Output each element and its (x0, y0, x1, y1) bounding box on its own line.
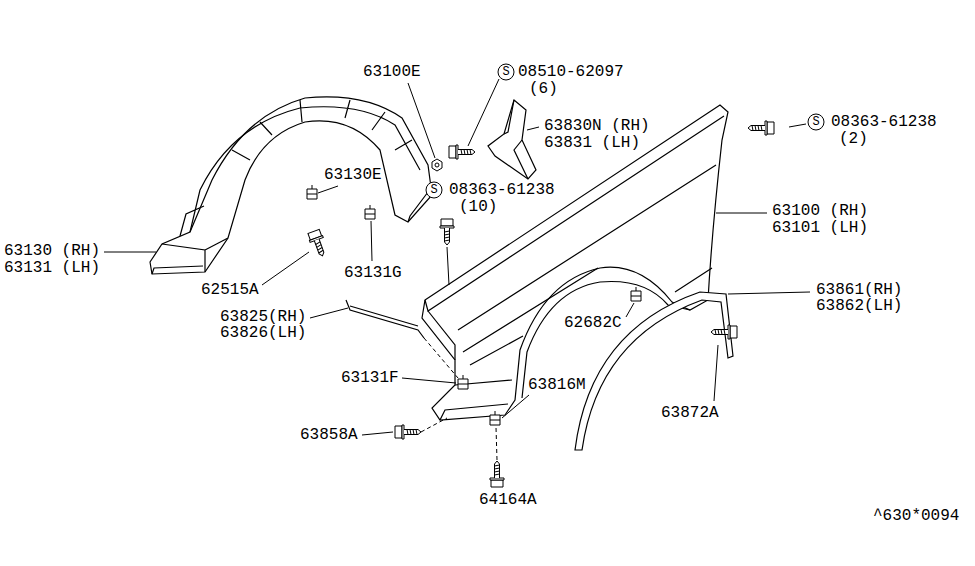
callout-number: 64164A (478, 492, 538, 508)
mark-circle (498, 64, 514, 80)
clip (631, 287, 641, 301)
leader-line (626, 303, 634, 317)
leader-line (714, 345, 718, 401)
leader-line (402, 378, 456, 383)
callout-number: 63100 (RH) (771, 203, 869, 219)
callout-number: 63872A (660, 405, 720, 421)
quantity: (6) (528, 81, 559, 97)
leader-lines (104, 79, 810, 460)
callout-number: 63131 (LH) (3, 260, 101, 276)
callout-number: 08363-61238 (448, 182, 556, 198)
callout-number: 63101 (LH) (771, 220, 869, 236)
callout-number: 63100E (362, 64, 422, 80)
leader-line (362, 432, 393, 435)
leader-line (789, 124, 806, 127)
liner-lip (152, 192, 428, 274)
nut (432, 159, 442, 171)
standard-part-circles (426, 64, 824, 198)
fender-bracket (346, 300, 424, 338)
fender-outline (422, 105, 728, 420)
fender-liner (150, 97, 432, 274)
quantity: (10) (458, 199, 498, 215)
leader-line (262, 252, 309, 285)
standard-part-mark: S (812, 116, 819, 128)
mark-circle (808, 114, 824, 130)
callout-number: 63862(LH) (815, 298, 903, 314)
screw (449, 145, 475, 159)
leader-line (728, 292, 810, 294)
screw (711, 325, 737, 339)
leader-line (527, 127, 539, 130)
callout-number: 63816M (527, 377, 587, 393)
callout-number: 63861(RH) (815, 282, 903, 298)
leader-line (408, 83, 435, 158)
leader-line (421, 418, 447, 432)
quantity: (2) (838, 131, 869, 147)
leader-line (447, 247, 449, 285)
callout-number: 63130E (323, 167, 383, 183)
callout-number: 62682C (563, 315, 623, 331)
callout-number: 63131F (340, 370, 400, 386)
callout-number: 62515A (200, 282, 260, 298)
mud-flap (488, 100, 536, 179)
fender-flange (425, 116, 724, 311)
standard-part-mark: S (502, 66, 509, 78)
leader-line (104, 252, 156, 253)
callout-number: 63826(LH) (219, 325, 307, 341)
clip (365, 205, 375, 219)
leader-line (424, 338, 458, 378)
leader-line (318, 186, 338, 193)
wheel-arch-lip (522, 281, 690, 398)
leader-line (716, 213, 767, 214)
screw (440, 219, 454, 245)
screw (490, 461, 504, 487)
leader-line (502, 395, 529, 418)
screw (307, 229, 329, 258)
leader-line (310, 308, 348, 318)
leader-line (496, 427, 497, 460)
callout-number: 63858A (299, 427, 359, 443)
clip (307, 185, 317, 199)
mud-flap-detail (504, 100, 528, 179)
callout-number: 08510-62097 (517, 64, 625, 80)
callout-number: 63830N (RH) (543, 118, 651, 134)
screw (395, 425, 421, 439)
fasteners (307, 121, 774, 487)
mud-flap-outline (488, 100, 536, 179)
fender-front-face (428, 311, 512, 420)
callout-number: 63831 (LH) (543, 135, 641, 151)
leader-line (371, 221, 372, 261)
callout-number: 08363-61238 (830, 114, 938, 130)
clip (490, 411, 500, 425)
standard-part-mark: S (430, 184, 437, 196)
callout-number: 63130 (RH) (3, 243, 101, 259)
screw (748, 121, 774, 135)
mark-circle (426, 182, 442, 198)
diagram-code: ^630*0094 (872, 508, 960, 524)
liner-outline (150, 97, 432, 274)
front-fender (422, 105, 728, 420)
leader-line (468, 79, 499, 146)
callout-number: 63131G (343, 265, 403, 281)
liner-detail (162, 100, 420, 272)
callout-number: 63825(RH) (219, 309, 307, 325)
clip (458, 375, 468, 389)
bracket-rod (346, 300, 424, 338)
